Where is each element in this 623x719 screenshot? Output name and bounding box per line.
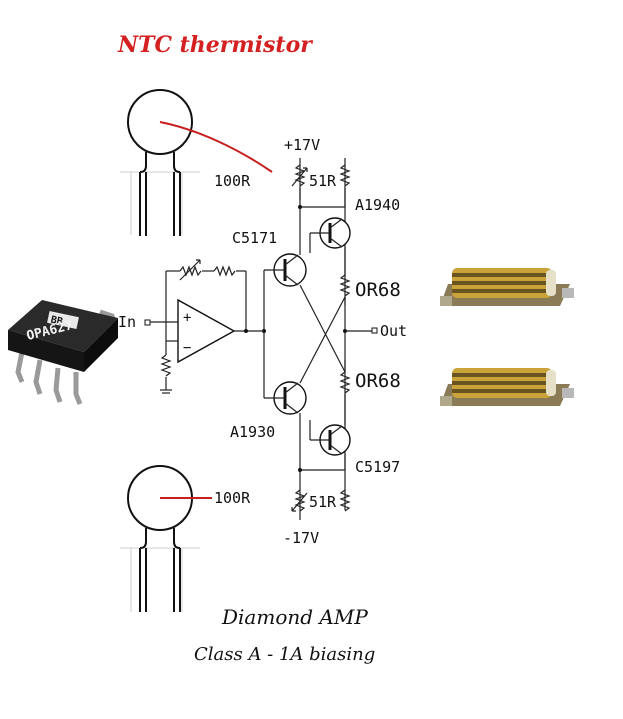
trimmer-bottom (291, 489, 308, 512)
svg-text:−: − (183, 340, 191, 356)
resistor-51r-top (339, 164, 351, 187)
chip-logo: BB (50, 315, 64, 328)
caption-line-2: Class A - 1A biasing (194, 644, 375, 665)
or68-bottom-label: OR68 (355, 370, 401, 392)
a1930-label: A1930 (230, 423, 275, 441)
caption-line-1: Diamond AMP (221, 605, 368, 629)
rail-negative-label: -17V (283, 529, 319, 547)
op-amp: + − (177, 298, 264, 364)
transistor-a1940 (310, 217, 351, 249)
page-title: NTC thermistor (117, 32, 313, 58)
a1940-label: A1940 (355, 196, 400, 214)
probe-wire-top (159, 121, 273, 173)
resistor-or68-bottom (339, 371, 351, 394)
transistor-c5171 (264, 253, 307, 287)
opa627-chip: BB OPA627 (8, 300, 119, 405)
svg-text:+: + (183, 310, 191, 326)
output-label: Out (380, 322, 407, 340)
amplifier-schematic: + − (144, 158, 378, 520)
ntc-thermistor-bottom (120, 465, 200, 612)
trimmer-bottom-label: 100R (214, 489, 251, 507)
resistor-51r-bottom (339, 489, 351, 512)
resistor-bottom-label: 51R (309, 493, 337, 511)
rail-positive-label: +17V (284, 136, 320, 154)
ntc-thermistor-top (120, 89, 200, 236)
or68-top-label: OR68 (355, 279, 401, 301)
power-resistor-bottom (440, 368, 574, 406)
c5171-label: C5171 (232, 229, 277, 247)
output-terminal (371, 327, 378, 334)
trimmer-top (291, 164, 308, 187)
resistor-top-label: 51R (309, 172, 337, 190)
input-label: In (118, 313, 136, 331)
c5197-label: C5197 (355, 458, 400, 476)
transistor-c5197 (310, 424, 351, 456)
power-resistor-top (440, 268, 574, 306)
trimmer-top-label: 100R (214, 172, 251, 190)
input-terminal (144, 319, 151, 326)
resistor-or68-top (339, 274, 351, 297)
transistor-a1930 (264, 381, 307, 415)
